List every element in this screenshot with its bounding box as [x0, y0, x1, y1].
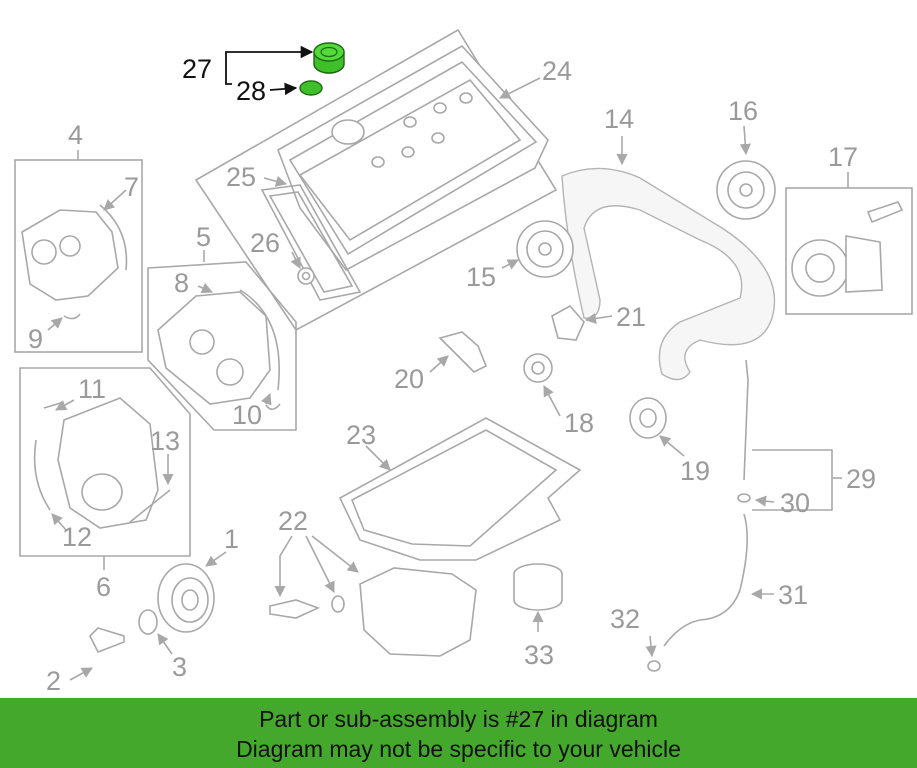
leader-lines	[47, 45, 849, 681]
banner-part-line: Part or sub-assembly is #27 in diagram	[259, 706, 658, 732]
callout-31: 31	[778, 580, 808, 610]
timing-cover-middle-group	[147, 261, 297, 431]
part-27-oil-filler-cap[interactable]	[313, 42, 345, 74]
callout-13: 13	[150, 426, 180, 456]
part-28-cap-gasket[interactable]	[299, 80, 323, 96]
part-info-banner: Part or sub-assembly is #27 in diagram D…	[0, 698, 917, 768]
callout-6: 6	[96, 572, 111, 602]
callout-15: 15	[466, 262, 496, 292]
callout-32: 32	[610, 604, 640, 634]
callout-8: 8	[174, 268, 189, 298]
callout-14: 14	[604, 104, 634, 134]
callout-17: 17	[828, 142, 858, 172]
callout-1: 1	[224, 524, 239, 554]
callout-11: 11	[78, 374, 106, 404]
callout-25: 25	[226, 162, 256, 192]
callout-30: 30	[780, 488, 810, 518]
callout-21: 21	[616, 302, 646, 332]
callout-19: 19	[680, 456, 710, 486]
dipstick-group	[647, 359, 751, 672]
timing-cover-lower-group	[19, 367, 191, 557]
callout-5: 5	[196, 222, 211, 252]
callout-4: 4	[68, 120, 83, 150]
callout-16: 16	[728, 96, 758, 126]
valve-cover-group	[194, 28, 558, 332]
callout-23: 23	[346, 420, 376, 450]
callout-labels: 1 2 3 4 5 6 7 8 9 10 11 12 13 14 15 16 1…	[28, 54, 876, 696]
callout-28: 28	[236, 76, 266, 106]
callout-26: 26	[250, 228, 280, 258]
callout-20: 20	[394, 364, 424, 394]
banner-disclaimer-line: Diagram may not be specific to your vehi…	[236, 736, 681, 762]
callout-10: 10	[232, 400, 262, 430]
oil-pan-group	[269, 417, 582, 657]
callout-7: 7	[124, 172, 139, 202]
timing-belt-group	[516, 160, 913, 381]
oil-filter-group	[513, 563, 563, 611]
callout-18: 18	[564, 408, 594, 438]
engine-parts-diagram: 1 2 3 4 5 6 7 8 9 10 11 12 13 14 15 16 1…	[14, 28, 913, 696]
callout-3: 3	[172, 652, 187, 682]
callout-2: 2	[46, 666, 61, 696]
callout-9: 9	[28, 324, 43, 354]
callout-27: 27	[182, 54, 212, 84]
sensors-idlers-group	[438, 304, 667, 439]
callout-22: 22	[278, 506, 308, 536]
callout-24: 24	[542, 56, 572, 86]
callout-33: 33	[524, 640, 554, 670]
crank-pulley-group	[89, 563, 215, 654]
timing-cover-upper-group	[14, 159, 143, 353]
callout-12: 12	[62, 522, 92, 552]
callout-29: 29	[846, 464, 876, 494]
